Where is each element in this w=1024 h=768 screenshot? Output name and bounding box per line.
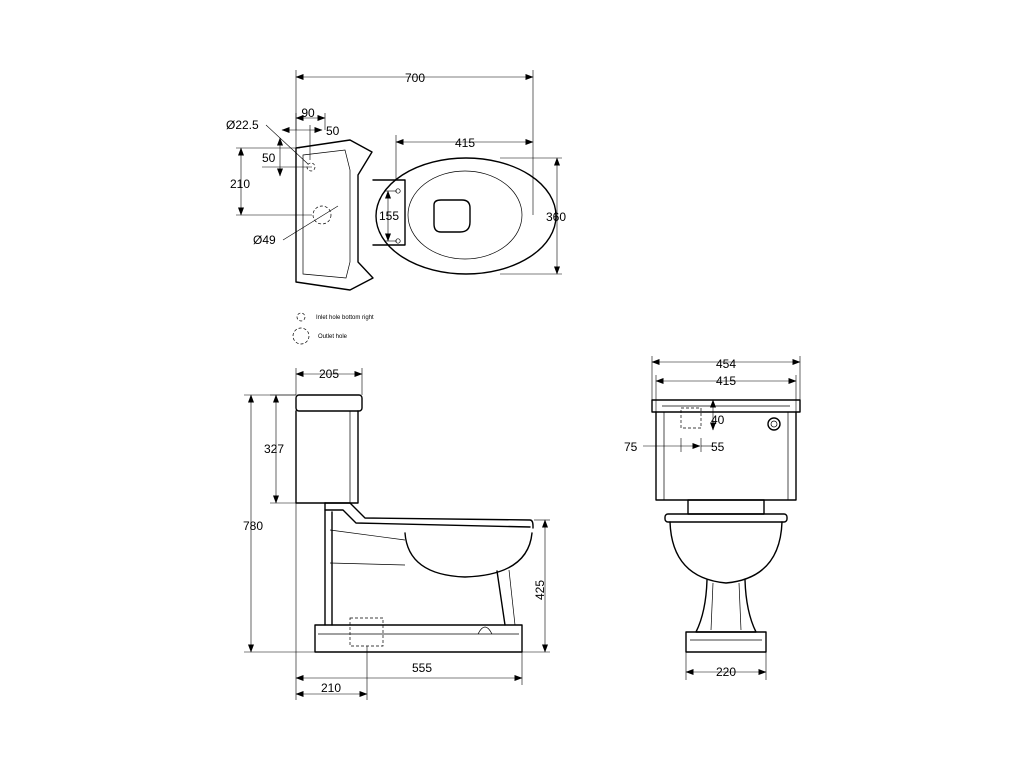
legend-outlet-symbol <box>292 327 310 345</box>
dim-inlet-offset-x: 90 <box>301 106 315 120</box>
legend-inlet-symbol <box>296 312 306 322</box>
plan-view: 700 90 50 Ø22.5 50 210 Ø49 415 <box>226 70 566 291</box>
dim-button-size: 55 <box>711 440 725 454</box>
dim-cistern-depth: 205 <box>319 367 339 381</box>
front-bowl <box>664 499 788 653</box>
dim-button-offset-x: 75 <box>624 440 638 454</box>
plan-bowl <box>372 157 557 275</box>
dim-cistern-height: 327 <box>264 442 284 456</box>
dim-cistern-width: 454 <box>716 357 736 371</box>
plan-cistern <box>295 139 374 291</box>
dim-overall-width: 700 <box>405 71 425 85</box>
dim-tank-to-bowl-end: 415 <box>455 136 475 150</box>
dim-overall-height: 780 <box>243 519 263 533</box>
label-inlet-diameter: Ø22.5 <box>226 118 259 132</box>
legend: Inlet hole bottom right Outlet hole <box>292 312 374 345</box>
dim-cistern-body-width: 415 <box>716 374 736 388</box>
dim-seat-height: 425 <box>533 580 547 600</box>
dim-inlet-offset-y: 50 <box>262 151 276 165</box>
front-view: 454 415 40 75 55 220 <box>624 356 801 680</box>
dim-button-offset-y: 40 <box>711 413 725 427</box>
dim-pedestal-width: 220 <box>716 665 736 679</box>
side-outlet-spigot <box>349 617 384 647</box>
front-cistern <box>651 399 801 501</box>
dim-inlet-to-outlet-x: 50 <box>326 124 340 138</box>
dim-outlet-offset-y: 210 <box>230 177 250 191</box>
flush-button <box>767 417 781 431</box>
dim-base-length: 555 <box>412 661 432 675</box>
side-view: 205 327 780 425 555 210 <box>243 367 550 700</box>
dim-overall-depth: 360 <box>546 210 566 224</box>
side-bowl <box>314 502 534 653</box>
legend-outlet-label: Outlet hole <box>318 334 348 340</box>
plan-outlet-hole <box>312 205 332 225</box>
front-inlet-marker <box>680 407 702 429</box>
label-outlet-diameter: Ø49 <box>253 233 276 247</box>
side-cistern <box>295 394 363 504</box>
legend-inlet-label: Inlet hole bottom right <box>316 315 374 321</box>
dim-wall-to-outlet: 210 <box>321 681 341 695</box>
dim-fixing-holes-spacing: 155 <box>379 209 399 223</box>
